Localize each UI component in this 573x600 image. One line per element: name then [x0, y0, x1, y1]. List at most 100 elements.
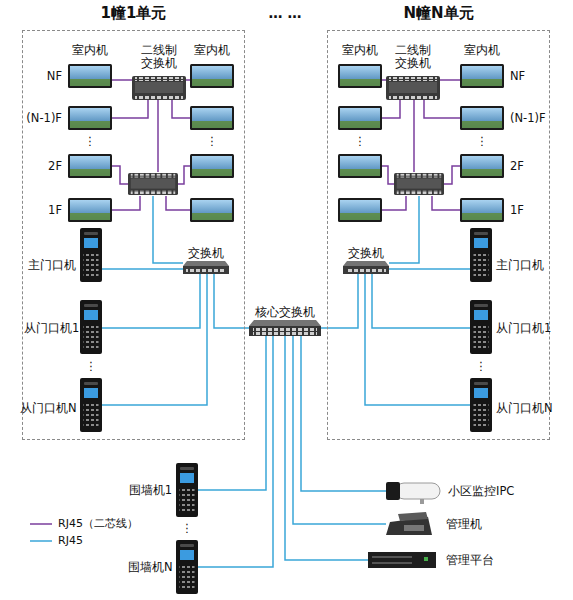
node-label: 从门口机1: [496, 321, 548, 335]
free-label: (N-1)F: [14, 111, 62, 125]
rj45-connector: [102, 274, 200, 328]
free-label: 室内机: [187, 43, 237, 57]
rj45-connector: [365, 274, 470, 405]
two-wire-cable: [112, 79, 132, 81]
free-label: ⋮: [177, 521, 197, 535]
core-switch: 核心交换机: [249, 305, 321, 336]
rj45-connector: [198, 336, 266, 490]
legend-sample-line: [30, 540, 52, 542]
two-wire-switch: [128, 173, 178, 195]
free-label: NF: [510, 69, 552, 83]
free-label: 室内机: [335, 43, 385, 57]
node-label: 交换机: [336, 246, 396, 260]
server-bay: [372, 562, 412, 564]
ipc-camera: 小区监控IPC: [386, 480, 536, 502]
free-label: 2F: [510, 159, 552, 173]
indoor-monitor: [190, 154, 234, 178]
two-wire-switch: 二线制 交换机: [132, 44, 186, 100]
free-label: 室内机: [65, 43, 115, 57]
free-label: … …: [240, 6, 330, 20]
building-unit-box: N幢N单元二线制 交换机交换机主门口机从门口机1从门口机N: [327, 30, 550, 440]
free-label: ⋮: [471, 359, 491, 373]
free-label: ⋮: [202, 134, 222, 148]
node-label: 主门口机: [24, 258, 76, 272]
legend-sample-line: [30, 523, 52, 525]
node-label: 管理平台: [446, 553, 498, 567]
indoor-monitor: [68, 154, 112, 178]
network-switch: 交换机: [343, 246, 389, 274]
camera-body: [396, 483, 440, 499]
main-door-station: 主门口机: [24, 228, 102, 282]
node-label: 围墙机1: [128, 483, 172, 497]
legend-text: RJ45: [58, 534, 83, 548]
node-label: 主门口机: [496, 258, 548, 272]
node-label: 交换机: [176, 246, 236, 260]
wall-station: [176, 463, 198, 517]
sub-door-station: 从门口机N: [20, 378, 102, 432]
door-station: [80, 378, 102, 432]
network-switch: 交换机: [183, 246, 229, 274]
two-wire-cable: [178, 166, 190, 184]
indoor-monitor: [190, 198, 234, 222]
core-switch: [249, 320, 321, 336]
wall-station: [176, 540, 198, 594]
door-station: [80, 228, 102, 282]
building-unit-box: 1幢1单元二线制 交换机交换机主门口机从门口机1从门口机N: [22, 30, 245, 440]
sub-door-station: 从门口机1: [470, 300, 548, 354]
legend-text: RJ45（二芯线）: [58, 517, 138, 531]
node-label: 从门口机1: [24, 321, 76, 335]
server-bay: [372, 556, 412, 558]
management-console: [386, 512, 432, 535]
free-label: 1F: [510, 203, 552, 217]
camera-front: [386, 482, 400, 500]
wall-station: 围墙机1: [128, 463, 198, 517]
two-wire-switch: [132, 76, 186, 100]
rj45-cable: [153, 196, 183, 263]
two-wire-cable: [157, 100, 159, 172]
wall-station: 围墙机N: [128, 540, 198, 594]
node-label: 1幢1单元: [23, 4, 244, 22]
free-label: ⋮: [80, 134, 100, 148]
server-light: [424, 557, 428, 561]
node-label: 小区监控IPC: [448, 484, 536, 498]
rj45-connector: [102, 268, 183, 270]
management-console: 管理机: [386, 512, 486, 536]
rj45-connector: [293, 336, 386, 524]
rj45-connector: [102, 274, 207, 405]
node-label: 二线制 交换机: [139, 44, 179, 70]
free-label: ⋮: [472, 134, 492, 148]
door-station: [80, 300, 102, 354]
two-wire-cable: [112, 166, 128, 184]
node-label: 二线制 交换机: [393, 44, 433, 70]
console-keys: [404, 525, 424, 531]
main-door-station: 主门口机: [470, 228, 548, 282]
rj45-connector: [389, 268, 470, 270]
free-label: NF: [20, 69, 62, 83]
free-label: 2F: [20, 159, 62, 173]
two-wire-cable: [112, 196, 140, 210]
two-wire-switch: 二线制 交换机: [386, 44, 440, 100]
node-label: 核心交换机: [245, 305, 325, 319]
free-label: (N-1)F: [510, 111, 558, 125]
rj45-connector: [214, 274, 249, 328]
rj45-connector: [301, 336, 386, 491]
node-label: 围墙机N: [128, 560, 172, 574]
free-label: ⋮: [81, 359, 101, 373]
free-label: 1F: [20, 203, 62, 217]
sub-door-station: 从门口机N: [470, 378, 552, 432]
two-wire-cable: [172, 100, 190, 118]
indoor-monitor: [190, 106, 234, 130]
two-wire-cable: [186, 79, 190, 81]
server-chassis: [368, 552, 436, 568]
node-label: N幢N单元: [328, 4, 549, 22]
node-label: 从门口机N: [496, 401, 552, 415]
network-switch: [183, 261, 229, 274]
node-label: 管理机: [446, 517, 486, 531]
indoor-monitor: [68, 106, 112, 130]
node-label: 从门口机N: [20, 401, 76, 415]
console-handset: [398, 512, 428, 521]
indoor-monitor: [68, 64, 112, 88]
